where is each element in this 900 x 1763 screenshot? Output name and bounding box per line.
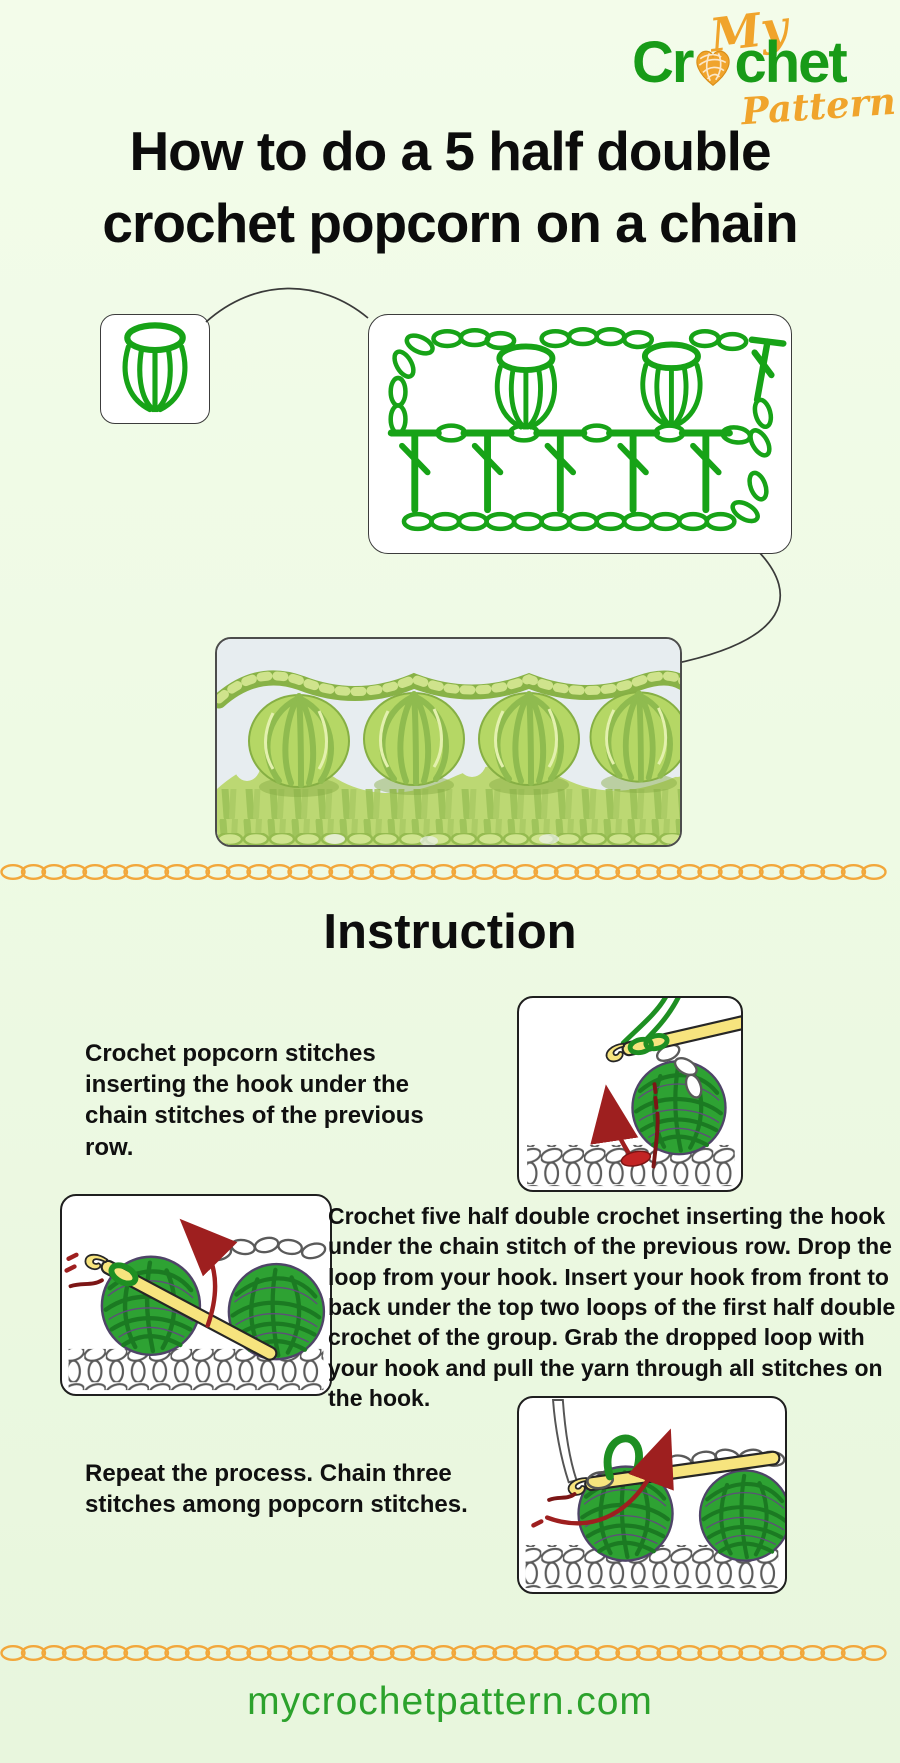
popcorn-stitch-swatch-photo — [215, 637, 682, 847]
instruction-heading: Instruction — [323, 905, 577, 959]
popcorn-stitch-symbol — [111, 320, 199, 418]
step-2-text: Crochet five half double crochet inserti… — [328, 1203, 896, 1412]
crochet-chart — [369, 315, 787, 551]
step-1-illustration — [517, 996, 743, 1192]
connector-line-left — [205, 287, 369, 323]
yarn-ball-heart-icon — [696, 50, 731, 86]
page-title: How to do a 5 half double crochet popcor… — [102, 120, 798, 254]
step-3-illustration — [517, 1396, 787, 1594]
website-url: mycrochetpattern.com — [247, 1680, 653, 1723]
crochet-chart-box — [368, 314, 792, 554]
chain-divider — [0, 863, 887, 881]
logo-crochet-left: Cr — [632, 30, 694, 95]
chain-divider — [0, 1644, 887, 1662]
logo-crochet-right: chet — [734, 30, 847, 95]
popcorn-symbol-legend-box — [100, 314, 210, 424]
half-double-crochet-symbol — [748, 336, 787, 404]
step-3-text: Repeat the process. Chain three stitches… — [85, 1460, 468, 1519]
step-1-text: Crochet popcorn stitches inserting the h… — [85, 1040, 424, 1161]
step-2-illustration — [60, 1194, 332, 1396]
